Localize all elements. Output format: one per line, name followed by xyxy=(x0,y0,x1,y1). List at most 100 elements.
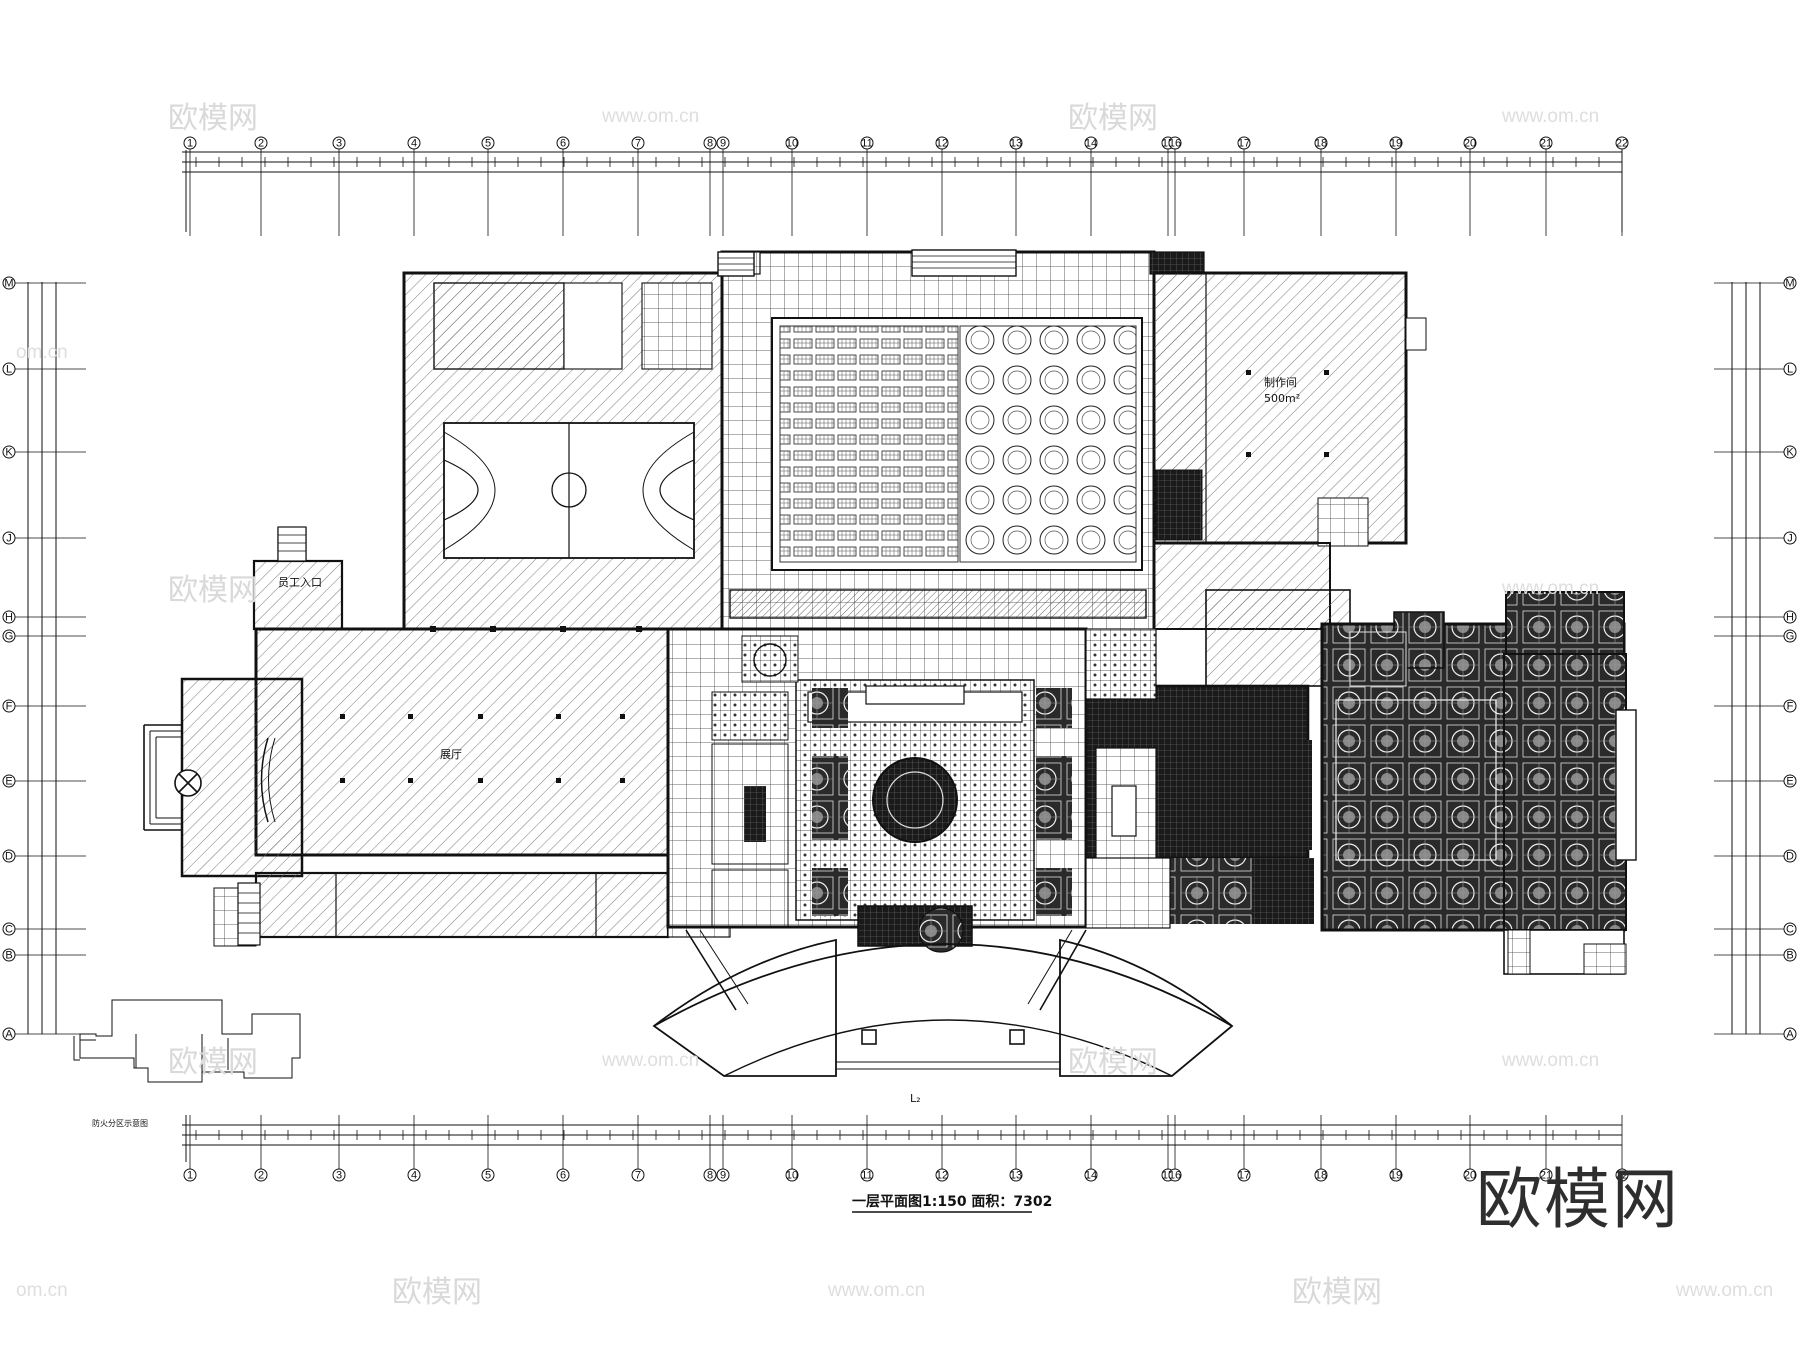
svg-text:14: 14 xyxy=(1085,138,1097,150)
staff-entrance-label: 员工入口 xyxy=(278,576,322,589)
axis-bubble: 5 xyxy=(481,1168,495,1182)
axis-bubble: 5 xyxy=(481,136,495,150)
svg-text:G: G xyxy=(1786,631,1795,643)
svg-text:2: 2 xyxy=(258,1170,264,1182)
svg-text:10: 10 xyxy=(786,1170,798,1182)
svg-text:A: A xyxy=(5,1029,13,1041)
axis-bubble: 4 xyxy=(407,136,421,150)
axis-bubble: 7 xyxy=(631,1168,645,1182)
plan-title: 一层平面图1:150 面积：7302 xyxy=(852,1193,1052,1210)
svg-text:4: 4 xyxy=(411,1170,417,1182)
axis-bubble: 2 xyxy=(254,136,268,150)
watermark-url: www.om.cn xyxy=(1501,1050,1599,1071)
production-room-label: 制作间 xyxy=(1264,376,1297,389)
production-room-area: 500m² xyxy=(1264,392,1300,405)
top-dimension-lines xyxy=(182,150,1623,232)
svg-text:5: 5 xyxy=(485,138,491,150)
axis-bubble: A xyxy=(1783,1027,1797,1041)
axis-bubble: 7 xyxy=(631,136,645,150)
svg-text:L: L xyxy=(1787,364,1793,376)
key-plan-title: 防火分区示意图 xyxy=(92,1118,148,1128)
axis-bubble: F xyxy=(2,699,16,713)
axis-bubble: 17 xyxy=(1237,136,1251,150)
svg-text:9: 9 xyxy=(720,138,726,150)
svg-text:B: B xyxy=(1786,950,1793,962)
bottom-dimension-lines xyxy=(182,1115,1622,1162)
svg-text:17: 17 xyxy=(1238,1170,1250,1182)
top-dimension-ticks xyxy=(189,149,1623,236)
watermark-brand: 欧模网 xyxy=(1068,101,1158,136)
axis-bubble: 2 xyxy=(254,1168,268,1182)
watermark-url: www.om.cn xyxy=(1501,106,1599,127)
fire-zone-key-plan xyxy=(73,999,301,1083)
axis-bubble: K xyxy=(2,445,16,459)
svg-text:12: 12 xyxy=(936,1170,948,1182)
axis-bubble: F xyxy=(1783,699,1797,713)
axis-bubble: H xyxy=(1783,610,1797,624)
axis-bubble: L xyxy=(1783,362,1797,376)
svg-text:J: J xyxy=(6,533,12,545)
svg-text:7: 7 xyxy=(635,1170,641,1182)
svg-text:K: K xyxy=(1786,447,1794,459)
axis-bubble: 14 xyxy=(1084,136,1098,150)
svg-text:H: H xyxy=(1786,612,1794,624)
watermark-url: www.om.cn xyxy=(1501,578,1599,599)
svg-text:6: 6 xyxy=(560,1170,566,1182)
svg-text:L: L xyxy=(6,364,12,376)
watermark-url: www.om.cn xyxy=(827,1280,925,1301)
axis-bubble: B xyxy=(2,948,16,962)
watermark-url: www.om.cn xyxy=(601,106,699,127)
svg-text:16: 16 xyxy=(1169,138,1181,150)
svg-text:21: 21 xyxy=(1540,138,1552,150)
watermark-brand: 欧模网 xyxy=(168,101,258,136)
watermark-brand: 欧模网 xyxy=(1292,1275,1382,1310)
svg-text:10: 10 xyxy=(786,138,798,150)
axis-bubble: J xyxy=(2,531,16,545)
svg-text:B: B xyxy=(5,950,12,962)
axis-bubble: 11 xyxy=(860,136,874,150)
watermark-brand: 欧模网 xyxy=(168,1045,258,1080)
svg-text:17: 17 xyxy=(1238,138,1250,150)
axis-bubble: 12 xyxy=(935,136,949,150)
axis-bubble: E xyxy=(2,774,16,788)
watermark-brand: 欧模网 xyxy=(168,573,258,608)
svg-text:D: D xyxy=(1786,851,1794,863)
svg-text:A: A xyxy=(1786,1029,1794,1041)
axis-bubble: 10 xyxy=(785,1168,799,1182)
watermark-url: om.cn xyxy=(16,1280,68,1301)
svg-text:M: M xyxy=(1785,278,1794,290)
svg-text:D: D xyxy=(5,851,13,863)
svg-text:7: 7 xyxy=(635,138,641,150)
svg-text:12: 12 xyxy=(936,138,948,150)
axis-bubble: 22 xyxy=(1615,136,1629,150)
svg-text:8: 8 xyxy=(707,138,713,150)
axis-bubble: M xyxy=(1783,276,1797,290)
axis-bubble: 9 xyxy=(716,1168,730,1182)
svg-text:13: 13 xyxy=(1010,1170,1022,1182)
svg-text:11: 11 xyxy=(861,138,872,150)
svg-text:19: 19 xyxy=(1390,138,1402,150)
axis-bubble: D xyxy=(2,849,16,863)
svg-text:18: 18 xyxy=(1315,138,1327,150)
svg-text:14: 14 xyxy=(1085,1170,1097,1182)
axis-bubble: 3 xyxy=(332,136,346,150)
axis-bubble: 13 xyxy=(1009,136,1023,150)
svg-text:1: 1 xyxy=(187,1170,193,1182)
watermark-url: om.cn xyxy=(16,342,68,363)
axis-bubble: 1 xyxy=(183,1168,197,1182)
axis-bubble: 20 xyxy=(1463,136,1477,150)
svg-text:H: H xyxy=(5,612,13,624)
svg-text:16: 16 xyxy=(1169,1170,1181,1182)
svg-text:K: K xyxy=(5,447,13,459)
svg-text:M: M xyxy=(4,278,13,290)
axis-bubble: 6 xyxy=(556,1168,570,1182)
axis-bubble: 20 xyxy=(1463,1168,1477,1182)
watermark-url: www.om.cn xyxy=(601,1050,699,1071)
svg-text:20: 20 xyxy=(1464,1170,1476,1182)
svg-text:20: 20 xyxy=(1464,138,1476,150)
svg-text:E: E xyxy=(5,776,12,788)
bottom-dimension-ticks xyxy=(189,1115,1623,1169)
axis-bubble: 12 xyxy=(935,1168,949,1182)
